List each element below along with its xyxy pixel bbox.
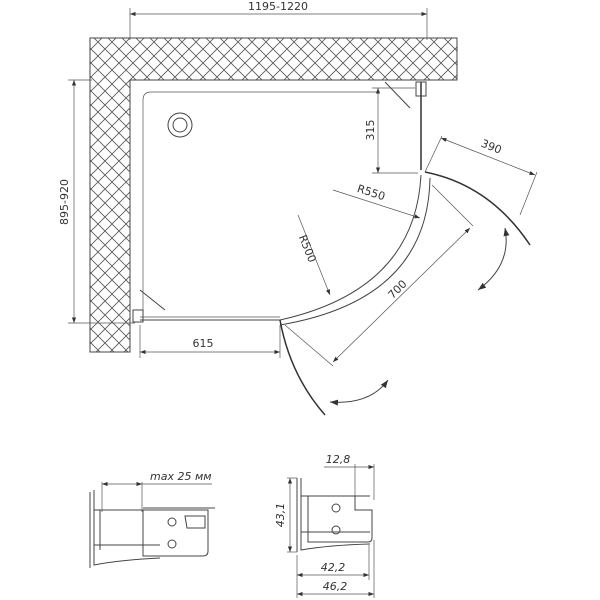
dimension-r550: R550 [332,182,421,219]
svg-text:315: 315 [364,120,377,141]
dimension-depth: 895-920 [58,79,135,324]
shower-tray-outline [142,91,378,320]
svg-text:895-920: 895-920 [58,179,71,225]
svg-text:1195-1220: 1195-1220 [248,0,308,13]
svg-text:43,1: 43,1 [274,503,287,528]
door-right-open [424,171,531,246]
svg-text:46,2: 46,2 [323,580,348,593]
svg-text:700: 700 [386,278,410,302]
swing-arrow-icon [329,379,389,406]
svg-text:R500: R500 [296,233,319,264]
dimension-700: 700 [284,184,474,367]
svg-text:max 25 мм: max 25 мм [150,470,212,483]
svg-text:42,2: 42,2 [321,561,346,574]
dimension-615: 615 [139,325,281,358]
profile-section-left: max 25 мм [89,470,215,568]
dimension-r500: R500 [296,214,331,296]
profile-section-right: 12,8 43,1 42,2 46,2 [274,453,375,598]
drain-icon [167,112,193,138]
svg-text:R550: R550 [355,182,386,203]
wall-hatched [89,37,458,353]
svg-text:615: 615 [193,337,214,350]
dimension-315: 315 [364,87,418,174]
dimension-width: 1195-1220 [129,0,428,40]
swing-arrow-icon [477,227,510,291]
svg-text:390: 390 [479,137,503,157]
svg-text:12,8: 12,8 [326,453,351,466]
door-left-open [279,319,326,416]
